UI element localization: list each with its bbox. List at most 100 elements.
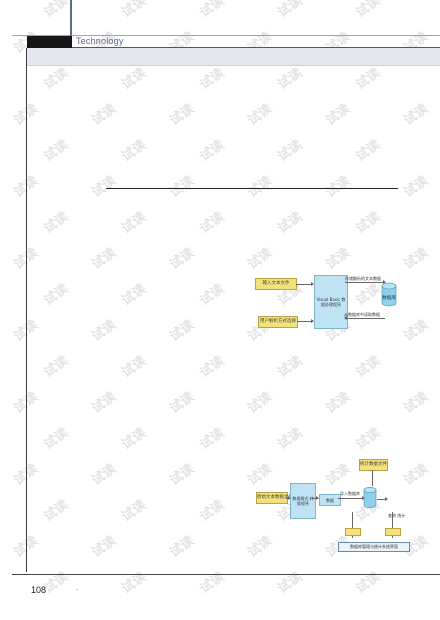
watermark-mark: 试读 [197,209,228,237]
watermark-mark: 试读 [11,101,42,129]
watermark-mark: 试读 [119,65,150,93]
format-conversion-box: 数据格式 转换程序 [290,483,316,519]
watermark-mark: 试读 [167,317,198,345]
watermark-mark: 试读 [119,569,150,597]
watermark-mark: 试读 [11,389,42,417]
watermark-mark: 试读 [353,569,384,597]
watermark-mark: 试读 [401,173,432,201]
watermark-mark: 试读 [119,425,150,453]
watermark-mark: 试读 [197,353,228,381]
header-black-block [27,36,72,48]
watermark-mark: 试读 [119,209,150,237]
watermark-mark: 试读 [275,569,306,597]
watermark-mark: 试读 [275,353,306,381]
watermark-mark: 试读 [167,101,198,129]
header-band [27,48,440,66]
small-file-flag-left [345,528,361,536]
import-db-label: 导入数据库 [340,491,360,496]
data-processing-box: Visual Basic 数据处理程序 [314,275,348,329]
watermark-mark: 试读 [323,389,354,417]
watermark-mark: 试读 [245,389,276,417]
arrow-import-db [338,496,365,500]
watermark-mark: 试读 [197,569,228,597]
watermark-mark: 试读 [197,65,228,93]
watermark-mark: 试读 [275,0,306,21]
watermark-mark: 试读 [167,461,198,489]
watermark-mark: 试读 [41,353,72,381]
watermark-mark: 试读 [353,209,384,237]
raw-text-file-flag: 原始文本数据文件 [256,492,293,504]
user-parse-option-flag: 用户解析方式选择 [258,316,298,328]
arrow-store-data [345,280,386,284]
watermark-mark: 试读 [245,173,276,201]
watermark-mark: 试读 [353,137,384,165]
page-number: 108 [31,585,47,595]
read-data-label: 从数据库中读取数据 [344,312,380,317]
watermark-mark: 试读 [275,209,306,237]
arrow-convert-to-data [312,496,319,500]
watermark-mark: 试读 [197,0,228,21]
section-label: Technology [76,36,124,46]
watermark-mark: 试读 [119,137,150,165]
watermark-mark: 试读 [41,281,72,309]
watermark-mark: 试读 [275,425,306,453]
watermark-mark: 试读 [11,461,42,489]
database-label: 数据库 [382,296,396,301]
watermark-mark: 试读 [89,317,120,345]
watermark-mark: 试读 [197,425,228,453]
watermark-mark: 试读 [323,173,354,201]
connector-stats-to-db [372,470,373,486]
connector-left-down [352,512,353,538]
management-system-box: 数据库管理与统计系统界面 [338,542,410,552]
watermark-mark: 试读 [11,173,42,201]
database-cylinder-icon [363,487,377,508]
arrow-read-data [344,316,385,320]
header-rule [72,47,440,48]
watermark-mark: 试读 [119,353,150,381]
watermark-mark: 试读 [89,245,120,273]
header-vertical-rule [70,0,72,36]
footer-rule [12,574,440,575]
database-cylinder-icon [381,282,397,307]
watermark-mark: 试读 [41,137,72,165]
header-top-rule [12,35,440,36]
watermark-mark: 试读 [353,0,384,21]
watermark-mark: 试读 [245,101,276,129]
watermark-mark: 试读 [197,497,228,525]
arrow-option-to-process [297,319,314,323]
watermark-mark: 试读 [11,533,42,561]
watermark-mark: 试读 [89,461,120,489]
watermark-mark: 试读 [167,533,198,561]
watermark-mark: 试读 [353,353,384,381]
watermark-mark: 试读 [41,497,72,525]
watermark-mark: 试读 [41,425,72,453]
statistics-file-flag: 统计数据文件 [359,459,388,471]
watermark-mark: 试读 [353,65,384,93]
watermark-mark: 试读 [275,65,306,93]
watermark-mark: 试读 [11,245,42,273]
watermark-mark: 试读 [323,101,354,129]
input-text-file-flag: 输入文本文件 [255,278,297,290]
arrow-input-to-process [296,282,314,286]
watermark-mark: 试读 [41,0,72,21]
watermark-mark: 试读 [11,317,42,345]
watermark-mark: 试读 [119,281,150,309]
watermark-mark: 试读 [167,173,198,201]
watermark-mark: 试读 [119,0,150,21]
watermark-mark: 试读 [89,533,120,561]
figure-2-diagram: 统计数据文件 原始文本数据文件 数据格式 转换程序 数据 导入数据库 查询 统计… [252,456,414,566]
figure-1-diagram: 输入文本文件 用户解析方式选择 Visual Basic 数据处理程序 存储解析… [252,272,412,332]
watermark-mark: 试读 [89,173,120,201]
query-statistics-label: 查询 统计 [388,513,406,518]
small-file-flag-right [385,528,401,536]
footer-dot: - [76,586,79,594]
watermark-mark: 试读 [401,389,432,417]
arrow-raw-to-convert [286,496,291,500]
watermark-mark: 试读 [245,245,276,273]
watermark-mark: 试读 [353,425,384,453]
watermark-mark: 试读 [401,245,432,273]
watermark-mark: 试读 [275,137,306,165]
watermark-mark: 试读 [167,389,198,417]
watermark-mark: 试读 [401,101,432,129]
